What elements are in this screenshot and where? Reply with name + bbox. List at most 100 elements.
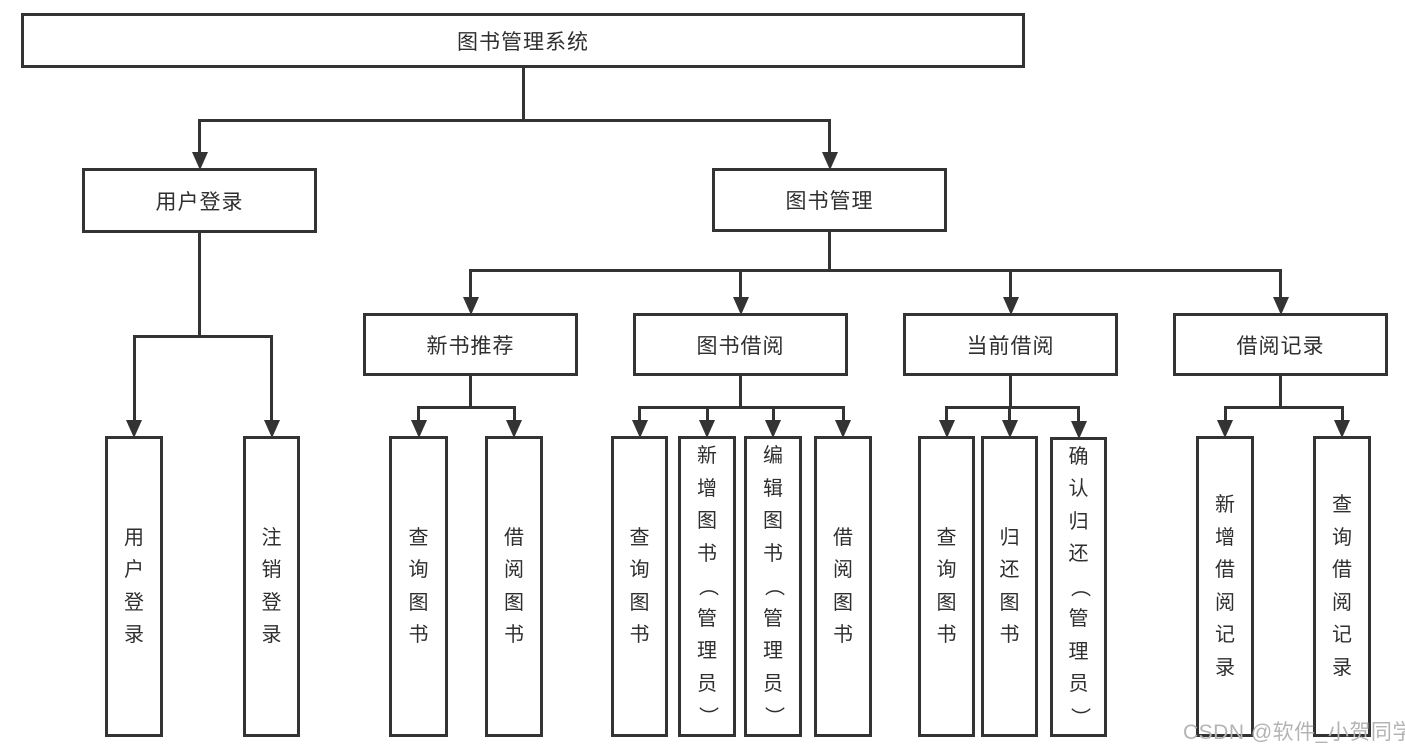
node-label-char: 管 <box>697 607 717 630</box>
connector-stem <box>739 270 742 297</box>
node-bb-query: 查询图书 <box>611 436 668 737</box>
node-label-char: 认 <box>1068 478 1089 501</box>
connector-stem <box>469 270 472 297</box>
node-label-char: 询 <box>1332 526 1352 549</box>
node-label-char: 书 <box>629 624 650 646</box>
node-label-char: 图 <box>629 591 650 614</box>
node-cb-return: 归还图书 <box>981 436 1038 737</box>
arrow-down-icon <box>191 152 208 170</box>
node-label-char: 录 <box>261 624 282 646</box>
arrow-down-icon <box>1070 421 1087 439</box>
node-nb-query: 查询图书 <box>389 436 448 737</box>
connector-stem <box>828 231 831 270</box>
node-cb-query: 查询图书 <box>918 436 975 737</box>
node-label-char: 归 <box>999 526 1020 549</box>
watermark: CSDN @软件_小贺同学 <box>1183 721 1405 744</box>
connector-stem <box>1009 375 1012 407</box>
node-label-char: 员 <box>763 672 783 695</box>
connector-rail <box>417 405 516 409</box>
arrow-down-icon <box>1002 297 1019 315</box>
connector-stem <box>198 120 201 152</box>
connector-stem <box>828 120 831 152</box>
connector-rail <box>469 268 1282 272</box>
node-label-char: 编 <box>763 445 783 468</box>
node-new-book: 新书推荐 <box>363 313 578 376</box>
connector-stem <box>705 407 709 420</box>
node-label-char: 书 <box>504 624 524 646</box>
node-label: 新书推荐 <box>426 334 515 358</box>
node-system: 图书管理系统 <box>21 13 1025 68</box>
connector-stem <box>1223 407 1227 420</box>
node-label: 用户登录 <box>155 190 244 214</box>
node-label-char: 新 <box>697 445 717 468</box>
node-label-char: 记 <box>1215 624 1235 646</box>
node-label-char: 图 <box>999 591 1020 614</box>
node-label-char: 阅 <box>504 559 524 581</box>
connector-stem <box>417 407 420 420</box>
arrow-down-icon <box>1334 420 1350 438</box>
node-label-char: 图 <box>697 510 717 533</box>
node-label-char: 增 <box>1215 526 1235 549</box>
connector-rail <box>198 118 831 122</box>
node-label-char: 询 <box>629 559 650 581</box>
node-label: 图书管理 <box>785 190 874 213</box>
node-label-char: 归 <box>1068 510 1089 533</box>
node-label-char: 还 <box>999 559 1020 581</box>
connector-stem <box>1009 270 1012 297</box>
node-book-borrow: 图书借阅 <box>633 313 848 376</box>
connector-stem <box>132 336 136 420</box>
arrow-down-icon <box>506 420 522 438</box>
node-bb-borrow: 借阅图书 <box>814 436 872 737</box>
node-label-char: 图 <box>763 510 783 533</box>
connector-rail <box>945 405 1080 409</box>
node-label-char: 录 <box>1332 656 1352 679</box>
node-label-char: 录 <box>124 624 144 646</box>
node-label-char: 查 <box>629 526 650 549</box>
node-label-char: 书 <box>763 542 783 565</box>
node-label-char: 员 <box>697 672 717 695</box>
node-label-char: 询 <box>408 559 429 581</box>
node-label-char: 理 <box>763 640 783 663</box>
node-label-char: 借 <box>833 526 853 549</box>
connector-rail <box>638 405 845 409</box>
node-label: 当前借阅 <box>966 334 1055 358</box>
node-br-query: 查询借阅记录 <box>1313 436 1371 737</box>
connector-stem <box>1340 407 1344 420</box>
node-bb-edit: 编辑图书（管理员） <box>744 436 802 737</box>
node-label-char: 图 <box>936 591 957 614</box>
node-book-mgmt: 图书管理 <box>712 168 947 232</box>
connector-stem <box>270 336 273 420</box>
node-br-add: 新增借阅记录 <box>1196 436 1254 737</box>
node-label-char: 查 <box>408 526 429 549</box>
node-label-char: （ <box>696 576 719 597</box>
arrow-down-icon <box>263 420 280 438</box>
node-label-char: 管 <box>1068 608 1089 631</box>
node-label-char: 借 <box>1332 559 1352 581</box>
node-label-char: 书 <box>936 624 957 646</box>
node-user-login: 用户登录 <box>82 168 317 233</box>
arrow-down-icon <box>765 420 781 438</box>
node-label-char: 图 <box>408 591 429 614</box>
node-label-char: 还 <box>1068 543 1089 566</box>
node-logout-op: 注销登录 <box>243 436 300 737</box>
node-label-char: 销 <box>261 559 282 581</box>
node-label-char: 用 <box>124 526 144 549</box>
node-label-char: 新 <box>1215 494 1235 516</box>
node-label-char: 记 <box>1332 624 1352 646</box>
arrow-down-icon <box>126 420 142 438</box>
arrow-down-icon <box>631 420 648 438</box>
node-label: 图书借阅 <box>696 334 785 358</box>
node-label-char: 图 <box>504 591 524 614</box>
connector-stem <box>739 375 742 407</box>
connector-stem <box>512 407 516 420</box>
connector-stem <box>945 407 948 420</box>
arrow-down-icon <box>821 152 838 170</box>
connector-stem <box>1279 375 1282 407</box>
node-label-char: 询 <box>936 559 957 581</box>
node-label-char: ） <box>696 706 719 727</box>
node-label-char: 员 <box>1068 673 1089 696</box>
node-label-char: 理 <box>697 640 717 663</box>
node-label-char: 登 <box>124 591 144 614</box>
node-label-char: 查 <box>1332 494 1352 516</box>
